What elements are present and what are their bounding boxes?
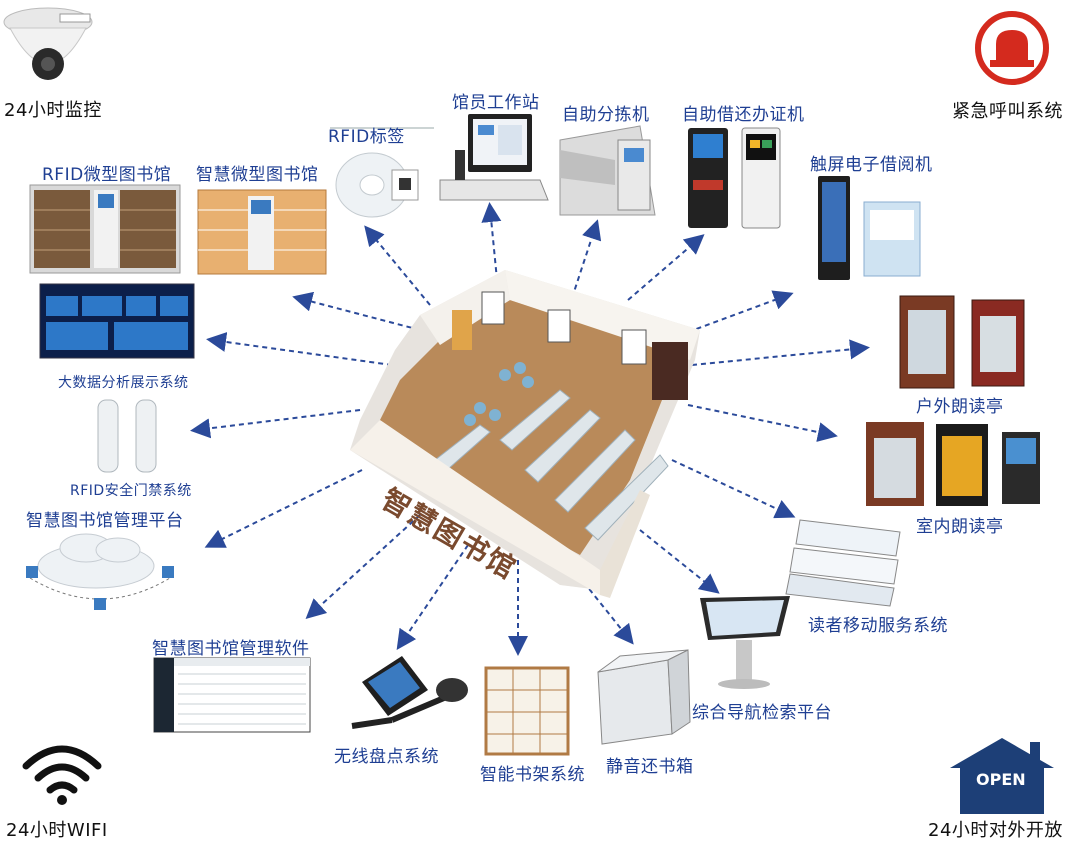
- arrow-mobile: [671, 459, 796, 519]
- arrow-security-gate: [190, 409, 361, 439]
- arrow-big-data: [206, 332, 393, 366]
- label-indoor-reading-booth: 室内朗读亭: [916, 517, 1004, 537]
- label-reader-mobile-service: 读者移动服务系统: [808, 616, 948, 636]
- open-sign-text: OPEN: [976, 770, 1026, 789]
- label-self-borrow-return: 自助借还办证机: [682, 105, 805, 125]
- arrow-rfid-tag: [364, 225, 431, 306]
- label-rfid-tag: RFID标签: [328, 127, 405, 147]
- label-touch-ebook-reader: 触屏电子借阅机: [810, 155, 933, 175]
- label-management-software: 智慧图书馆管理软件: [152, 639, 310, 659]
- label-wireless-inventory: 无线盘点系统: [334, 747, 439, 767]
- label-self-sorter: 自助分拣机: [562, 105, 650, 125]
- label-outdoor-reading-booth: 户外朗读亭: [916, 397, 1004, 417]
- label-staff-workstation: 馆员工作站: [452, 93, 540, 113]
- label-smart-bookshelf: 智能书架系统: [480, 765, 585, 785]
- label-24h-open: 24小时对外开放: [928, 820, 1063, 841]
- label-emergency-call: 紧急呼叫系统: [952, 101, 1063, 122]
- arrow-smart-micro: [292, 291, 421, 331]
- label-rfid-security-gate: RFID安全门禁系统: [70, 483, 192, 499]
- label-24h-wifi: 24小时WIFI: [6, 820, 108, 841]
- arrow-navigation: [639, 529, 720, 594]
- label-24h-monitor: 24小时监控: [4, 100, 102, 121]
- label-big-data-display: 大数据分析展示系统: [58, 375, 189, 391]
- label-smart-micro-library: 智慧微型图书馆: [196, 165, 319, 185]
- label-rfid-micro-library: RFID微型图书馆: [42, 165, 172, 185]
- arrow-outdoor-booth: [691, 339, 870, 366]
- arrow-borrow-return: [627, 234, 705, 301]
- label-silent-return-box: 静音还书箱: [606, 757, 694, 777]
- label-navigation-search: 综合导航检索平台: [692, 703, 832, 723]
- arrow-sorter: [571, 219, 602, 299]
- arrow-mgmt-software: [305, 514, 421, 620]
- arrow-indoor-booth: [687, 404, 838, 442]
- label-management-platform: 智慧图书馆管理平台: [26, 511, 184, 531]
- arrow-mgmt-platform: [204, 469, 363, 548]
- arrow-inventory: [396, 544, 469, 650]
